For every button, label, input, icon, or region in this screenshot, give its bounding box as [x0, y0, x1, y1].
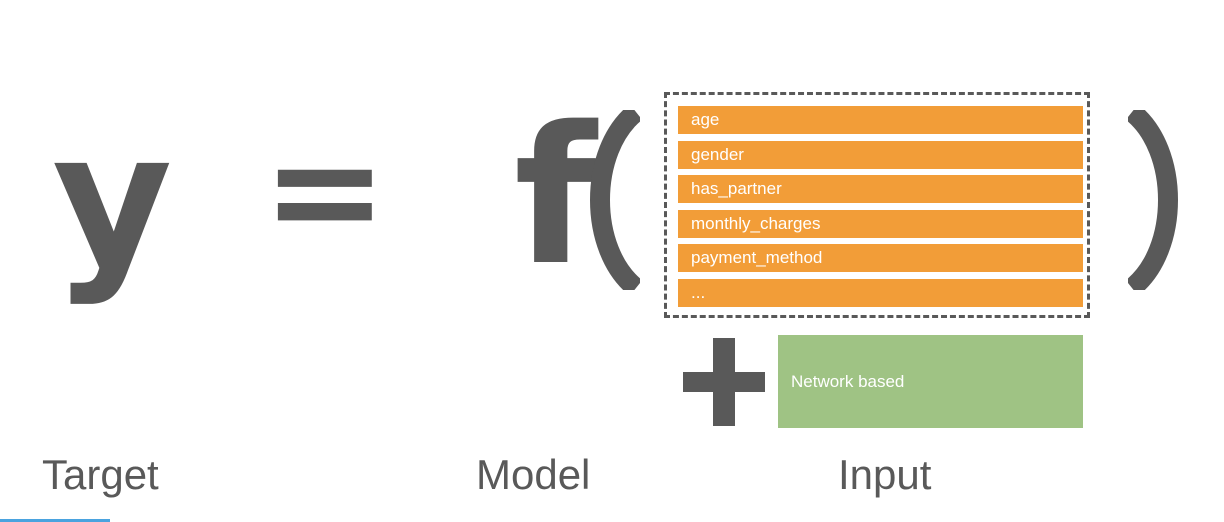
feature-bar-age: age — [678, 106, 1083, 134]
model-label: Model — [476, 451, 591, 498]
equals-symbol: = — [262, 104, 388, 278]
target-symbol: y — [52, 92, 173, 308]
function-symbol: f — [514, 86, 597, 307]
feature-bar-payment-method: payment_method — [678, 244, 1083, 272]
plus-icon — [683, 338, 765, 426]
input-label: Input — [838, 451, 932, 498]
feature-bar-ellipsis: ... — [678, 279, 1083, 307]
feature-bar-gender: gender — [678, 141, 1083, 169]
accent-line — [0, 519, 110, 522]
feature-bar-has-partner: has_partner — [678, 175, 1083, 203]
target-label: Target — [42, 451, 159, 498]
feature-group-box — [664, 92, 1090, 318]
feature-bar-monthly-charges: monthly_charges — [678, 210, 1083, 238]
network-based-box: Network based — [778, 335, 1083, 428]
open-parenthesis — [590, 110, 640, 290]
close-parenthesis — [1128, 110, 1178, 290]
